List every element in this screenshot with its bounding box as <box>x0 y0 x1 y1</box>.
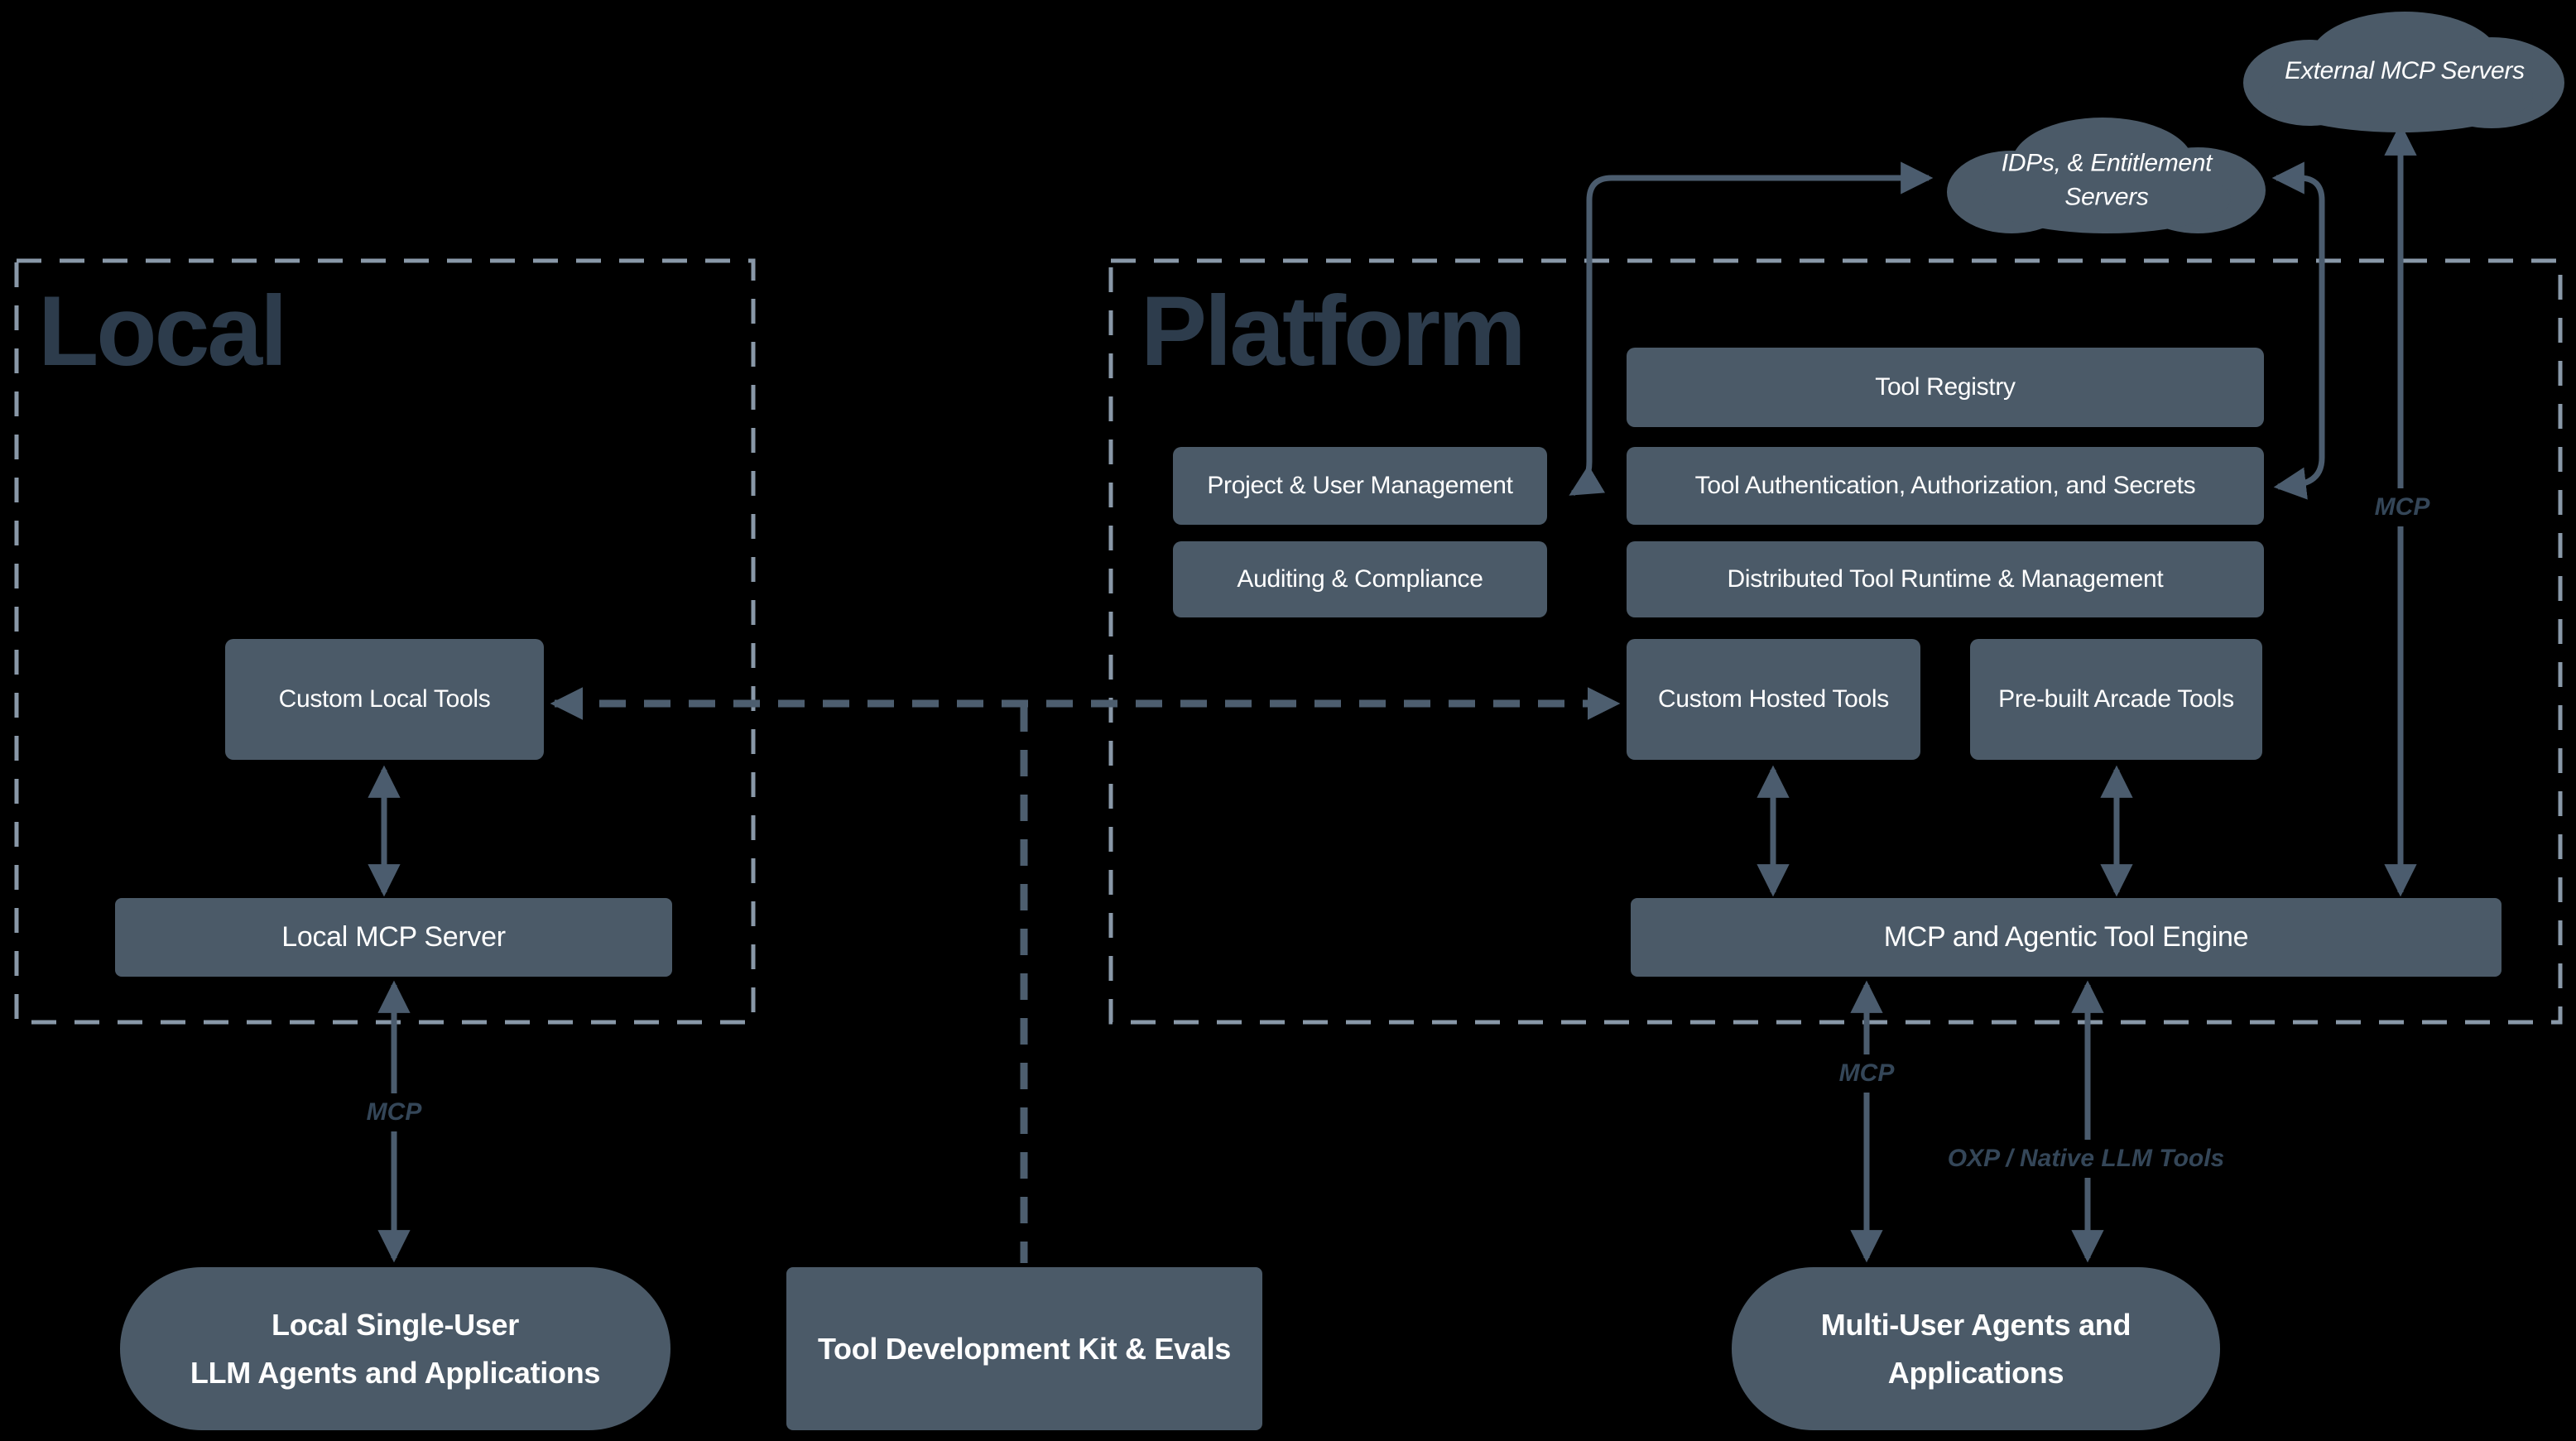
tool-registry-node: Tool Registry <box>1627 348 2264 427</box>
edge-label-oxp: OXP / Native LLM Tools <box>1934 1140 2238 1178</box>
custom-local-tools-node: Custom Local Tools <box>225 639 544 760</box>
multi-user-line1: Multi-User Agents and <box>1820 1307 2131 1342</box>
idps-label-line2: Servers <box>2064 183 2149 210</box>
platform-region-border <box>1108 258 2563 1025</box>
local-single-user-agents-node: Local Single-User LLM Agents and Applica… <box>120 1267 670 1430</box>
platform-region-title: Platform <box>1141 276 1526 387</box>
edge-label-external-mcp: MCP <box>2361 488 2444 526</box>
local-region-title: Local <box>38 276 287 387</box>
tool-development-kit-node: Tool Development Kit & Evals <box>786 1267 1262 1430</box>
edge-project-mgmt-to-idps-cloud <box>1569 161 1934 497</box>
multi-user-line2: Applications <box>1887 1355 2064 1390</box>
edge-label-local-mcp: MCP <box>353 1093 435 1131</box>
idps-entitlement-cloud <box>1947 118 2266 233</box>
project-user-management-node: Project & User Management <box>1173 447 1547 525</box>
multi-user-agents-node: Multi-User Agents and Applications <box>1732 1267 2220 1430</box>
external-mcp-servers-cloud <box>2243 12 2564 132</box>
custom-hosted-tools-node: Custom Hosted Tools <box>1627 639 1920 760</box>
local-agents-line1: Local Single-User <box>272 1307 519 1342</box>
mcp-agentic-tool-engine-node: MCP and Agentic Tool Engine <box>1631 898 2502 977</box>
prebuilt-arcade-tools-node: Pre-built Arcade Tools <box>1970 639 2262 760</box>
idps-label-line1: IDPs, & Entitlement <box>2001 149 2213 177</box>
edge-idps-cloud-to-tool-auth <box>2271 161 2325 500</box>
local-mcp-server-node: Local MCP Server <box>115 898 672 977</box>
edge-label-engine-mcp: MCP <box>1825 1054 1908 1093</box>
tool-authentication-node: Tool Authentication, Authorization, and … <box>1627 447 2264 525</box>
external-mcp-servers-label: External MCP Servers <box>2285 56 2525 84</box>
local-agents-line2: LLM Agents and Applications <box>190 1355 601 1390</box>
idps-entitlement-label: IDPs, & Entitlement Servers <box>1958 147 2256 214</box>
auditing-compliance-node: Auditing & Compliance <box>1173 541 1547 617</box>
distributed-runtime-node: Distributed Tool Runtime & Management <box>1627 541 2264 617</box>
